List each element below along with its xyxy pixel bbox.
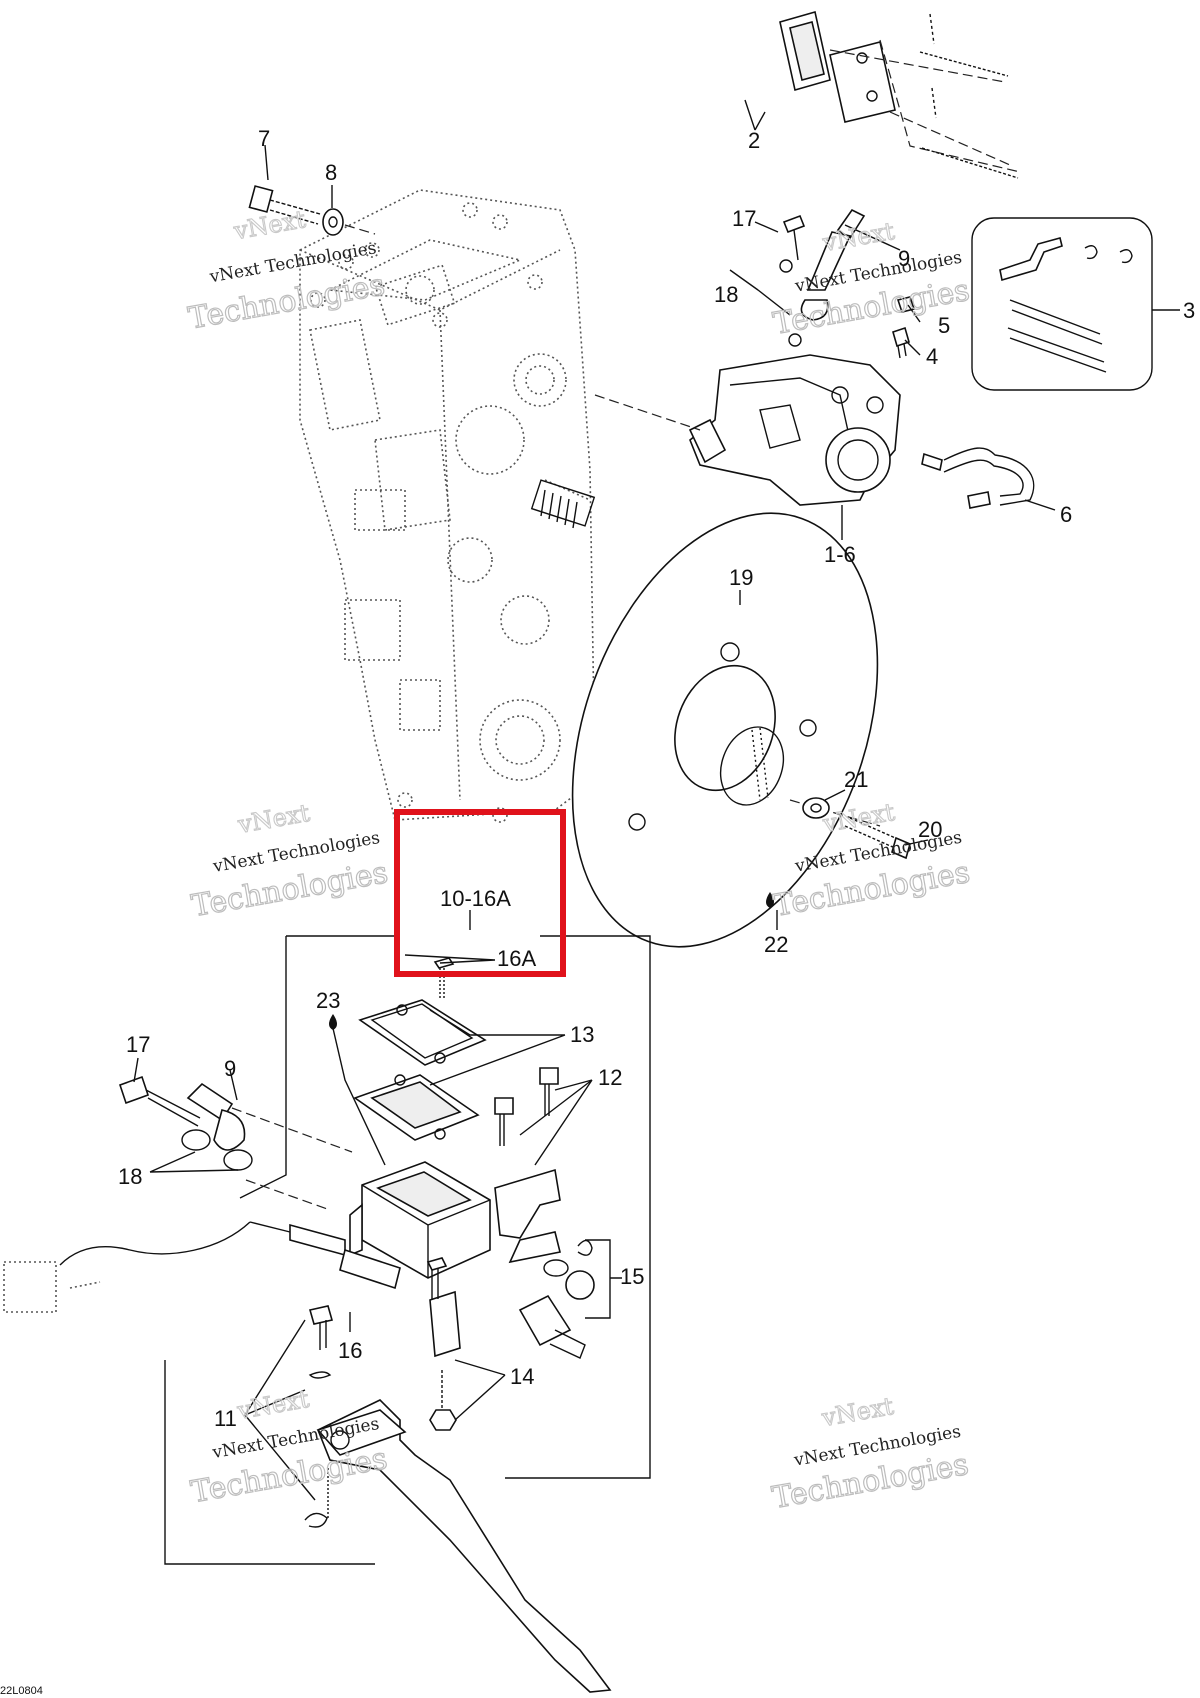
watermark-mid-left: vNext vNext Technologies Technologies [188, 798, 391, 925]
callout-11: 11 [214, 1406, 237, 1431]
callout-10-16a: 10-16A [440, 886, 511, 911]
mounting-bolt-and-washer [248, 185, 376, 236]
callout-4: 4 [926, 344, 938, 369]
callout-18-top: 18 [714, 282, 738, 307]
leader-lines [133, 99, 1180, 1501]
callout-15: 15 [620, 1264, 644, 1289]
callout-16a: 16A [497, 946, 536, 971]
callout-5: 5 [938, 313, 950, 338]
callout-18-bottom: 18 [118, 1164, 142, 1189]
callout-17-bottom: 17 [126, 1032, 150, 1057]
brake-pads [779, 10, 1021, 179]
callout-9-bottom: 9 [224, 1056, 236, 1081]
callout-16: 16 [338, 1338, 362, 1363]
callout-23: 23 [316, 988, 340, 1013]
svg-text:vNext: vNext [231, 205, 308, 245]
watermark-top-left: vNext vNext Technologies Technologies [185, 205, 388, 337]
watermark-bottom-right: vNext vNext Technologies Technologies [769, 1391, 972, 1516]
callout-20: 20 [918, 817, 942, 842]
brake-caliper [594, 208, 1035, 509]
figure-code: 22L0804 [0, 1685, 43, 1697]
callout-2: 2 [748, 128, 760, 153]
callout-19: 19 [729, 565, 753, 590]
callout-labels: 2 3 4 5 6 1-6 7 8 9 17 18 19 20 21 22 23… [118, 126, 1195, 1431]
callout-9-top: 9 [898, 246, 910, 271]
master-cylinder-assembly [3, 957, 622, 1693]
callout-21: 21 [844, 767, 868, 792]
callout-8: 8 [325, 160, 337, 185]
callout-14: 14 [510, 1364, 534, 1389]
svg-text:vNext: vNext [234, 1385, 311, 1425]
callout-13: 13 [570, 1022, 594, 1047]
svg-text:vNext: vNext [819, 1392, 896, 1432]
callout-3: 3 [1183, 298, 1195, 323]
callout-7: 7 [258, 126, 270, 151]
callout-1-6: 1-6 [824, 542, 856, 567]
svg-text:vNext: vNext [820, 217, 897, 257]
callout-6: 6 [1060, 502, 1072, 527]
highlight-box-10-16a: 10-16A 16A [394, 809, 566, 977]
brake-disc [571, 512, 911, 948]
callout-17-top: 17 [732, 206, 756, 231]
svg-text:vNext: vNext [235, 799, 312, 839]
retaining-pin-kit [971, 217, 1153, 391]
callout-12: 12 [598, 1065, 622, 1090]
callout-22: 22 [764, 932, 788, 957]
master-cylinder-frame [164, 935, 651, 1565]
gearbox-housing-ghost [299, 189, 596, 823]
